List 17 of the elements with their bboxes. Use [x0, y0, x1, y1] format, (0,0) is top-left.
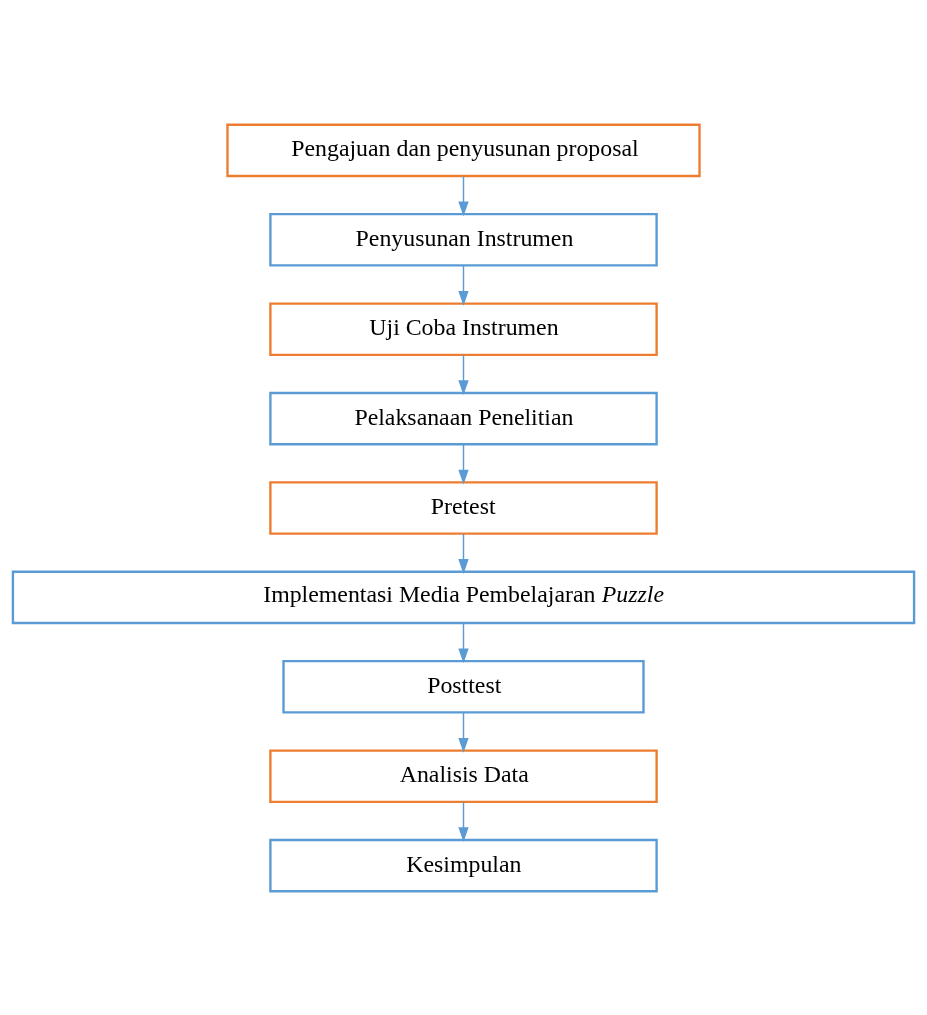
arrow: [458, 711, 469, 753]
node-box: Implementasi Media Pembelajaran Puzzle: [11, 570, 916, 624]
arrow: [458, 175, 469, 216]
arrow: [458, 800, 469, 842]
arrow: [458, 353, 469, 395]
arrow: [458, 532, 469, 574]
node-box: Kesimpulan: [269, 838, 658, 892]
node-box: Penyusunan Instrumen: [269, 212, 658, 267]
node-box: Posttest: [282, 659, 645, 714]
node-box: Pengajuan dan penyusunan proposal: [226, 123, 701, 177]
arrow: [458, 443, 469, 484]
node-box: Pretest: [269, 480, 658, 535]
arrow: [458, 264, 469, 306]
node-box: Pelaksanaan Penelitian: [269, 391, 658, 445]
node-box: Analisis Data: [269, 748, 658, 803]
node-box: Uji Coba Instrumen: [269, 301, 658, 356]
arrow: [458, 622, 469, 663]
